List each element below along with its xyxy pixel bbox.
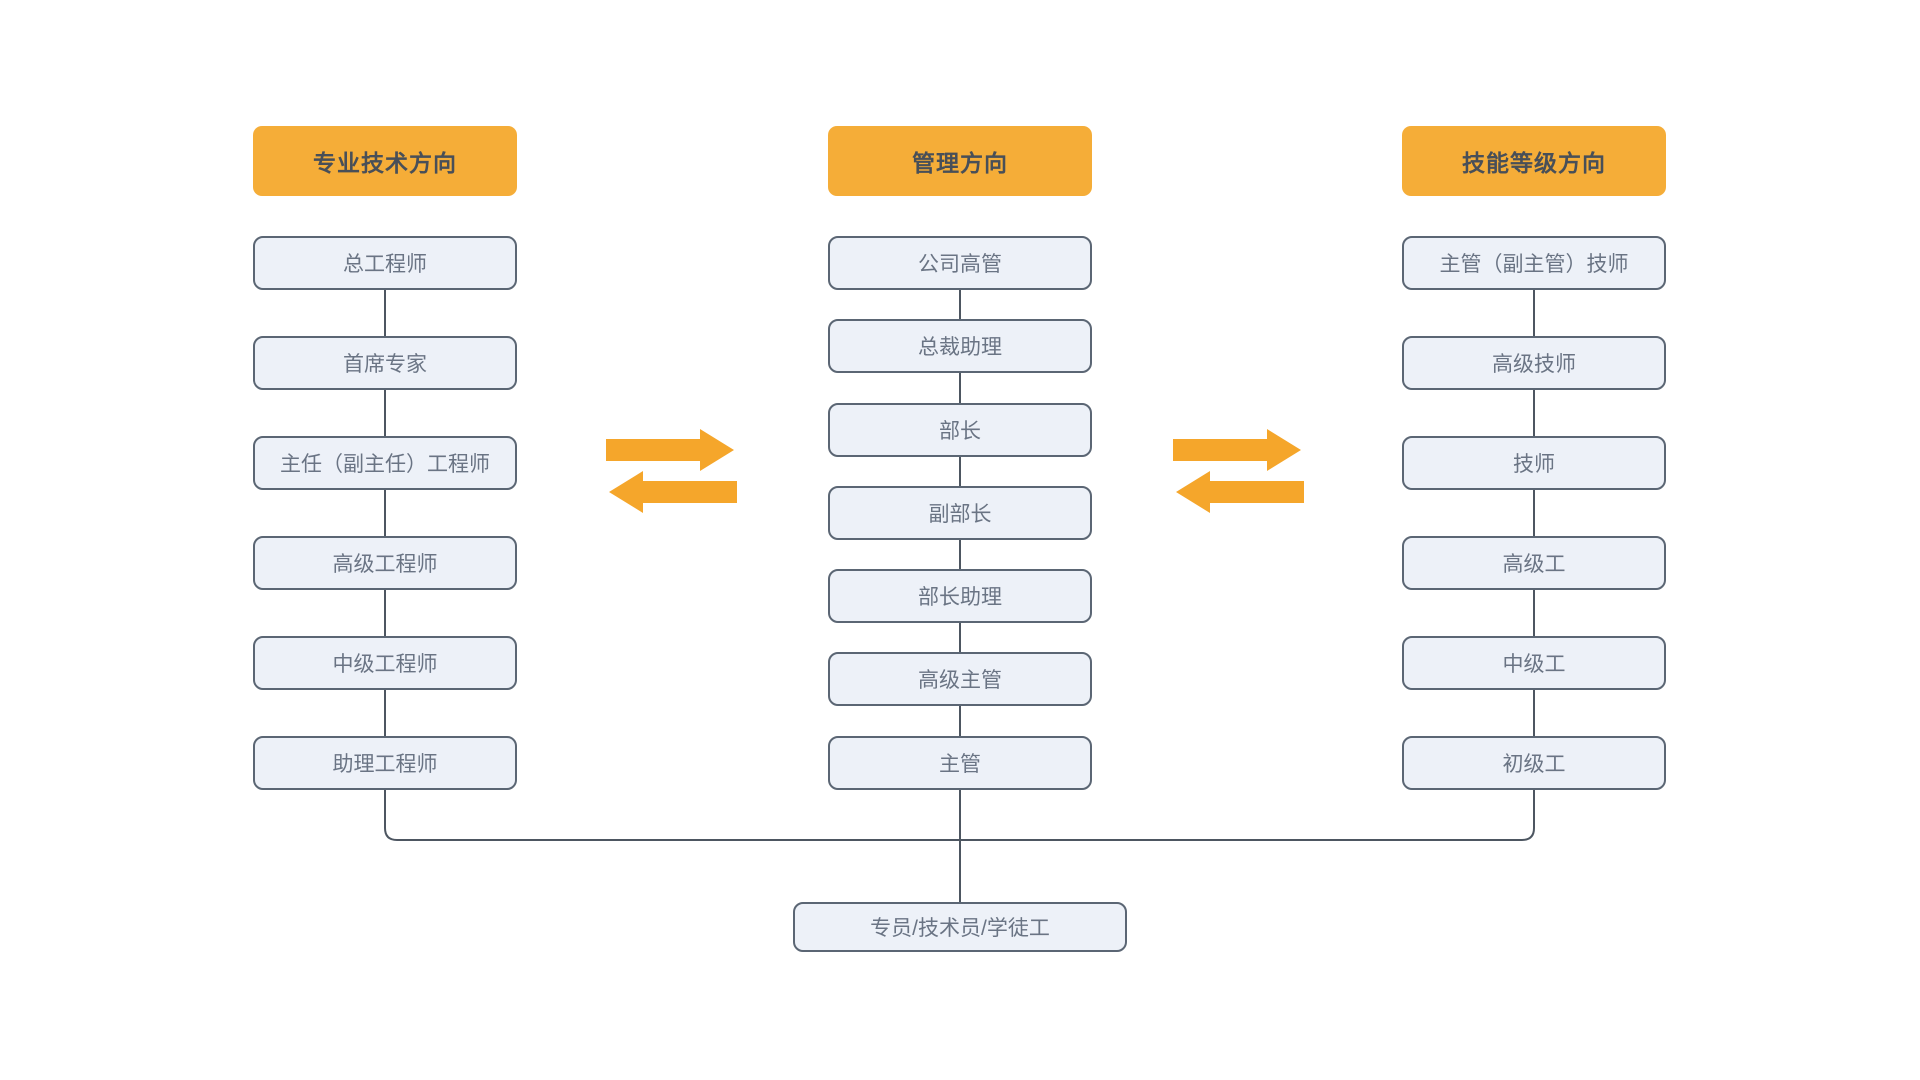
arrow-right-icon [1173,429,1301,471]
column-professional-track: 专业技术方向 总工程师 首席专家 主任（副主任）工程师 高级工程师 中级工程师 … [253,126,517,790]
node-minister-assistant: 部长助理 [828,569,1092,624]
column-skill-track: 技能等级方向 主管（副主管）技师 高级技师 技师 高级工 中级工 初级工 [1402,126,1666,790]
column-header-skill: 技能等级方向 [1402,126,1666,196]
swap-arrows-left [606,429,737,513]
arrow-left-icon [1176,471,1304,513]
node-senior-technician: 高级技师 [1402,336,1666,390]
column-connector-line [1533,263,1535,790]
node-company-executive: 公司高管 [828,236,1092,290]
node-junior-worker: 初级工 [1402,736,1666,790]
arrow-left-icon [609,471,737,513]
node-director-engineer: 主任（副主任）工程师 [253,436,517,490]
node-president-assistant: 总裁助理 [828,319,1092,374]
node-technician: 技师 [1402,436,1666,490]
column-header-management: 管理方向 [828,126,1092,196]
node-senior-supervisor: 高级主管 [828,652,1092,707]
node-deputy-minister: 副部长 [828,485,1092,540]
node-chief-engineer: 总工程师 [253,236,517,290]
node-assistant-engineer: 助理工程师 [253,736,517,790]
node-intermediate-engineer: 中级工程师 [253,636,517,690]
node-entry-level: 专员/技术员/学徒工 [793,902,1127,952]
node-senior-engineer: 高级工程师 [253,536,517,590]
node-minister: 部长 [828,402,1092,457]
node-senior-worker: 高级工 [1402,536,1666,590]
node-supervisor: 主管 [828,735,1092,790]
column-header-professional: 专业技术方向 [253,126,517,196]
node-chief-technician: 主管（副主管）技师 [1402,236,1666,290]
node-chief-expert: 首席专家 [253,336,517,390]
node-intermediate-worker: 中级工 [1402,636,1666,690]
swap-arrows-right [1173,429,1304,513]
column-management-track: 管理方向 公司高管 总裁助理 部长 副部长 部长助理 高级主管 主管 [828,126,1092,790]
column-connector-line [384,263,386,790]
arrow-right-icon [606,429,734,471]
